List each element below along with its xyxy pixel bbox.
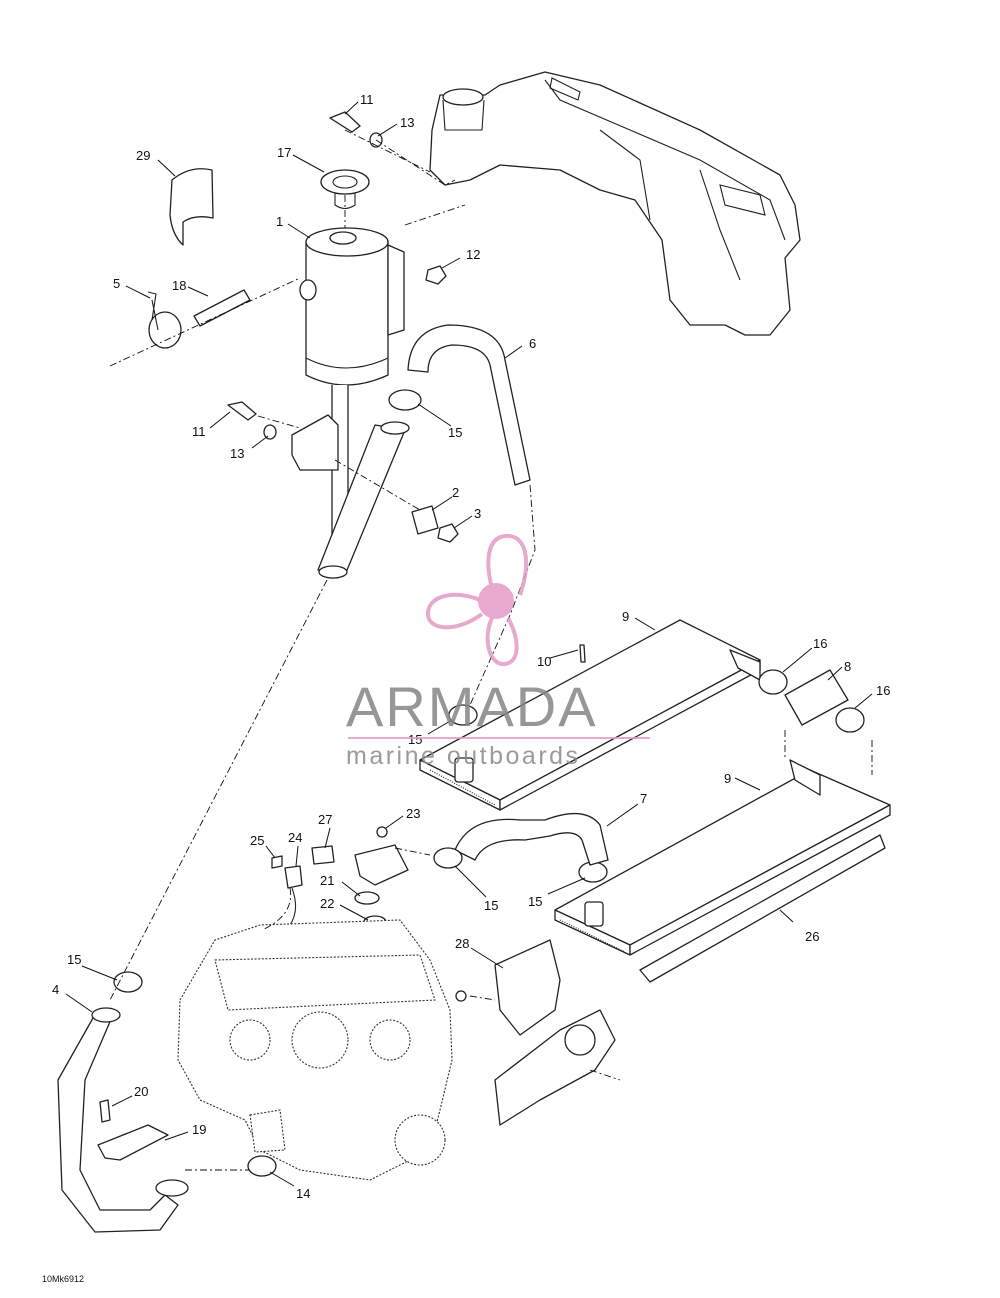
clip-10 (579, 644, 586, 663)
callout-15e: 15 (67, 952, 81, 967)
gasket (354, 891, 380, 905)
callout-15b: 15 (408, 732, 422, 747)
clamp-16-a (758, 669, 788, 695)
callout-16b: 16 (876, 683, 890, 698)
callout-15c: 15 (484, 898, 498, 913)
engine-mount (494, 939, 561, 1036)
watermark: ARMADA marine outboards (346, 533, 650, 770)
callout-9b: 9 (724, 771, 731, 786)
assembly-lines (109, 129, 873, 1171)
tank-body (429, 71, 801, 336)
radiator-hose (454, 813, 609, 866)
callout-24: 24 (288, 830, 302, 845)
callout-23: 23 (406, 806, 420, 821)
mount-nut (455, 990, 467, 1002)
callout-2: 2 (452, 485, 459, 500)
upper-hose (407, 324, 531, 486)
callout-28: 28 (455, 936, 469, 951)
callout-17: 17 (277, 145, 291, 160)
hose-bracket (97, 1124, 169, 1161)
propeller-hub (478, 583, 514, 619)
callout-29: 29 (136, 148, 150, 163)
bracket-screw (99, 1099, 111, 1123)
leader-lines (65, 101, 873, 1187)
callout-3: 3 (474, 506, 481, 521)
callout-20: 20 (134, 1084, 148, 1099)
lower-hose (57, 1009, 179, 1233)
screw-top (329, 111, 383, 148)
callout-11a: 11 (360, 92, 374, 107)
figure-id: 10Mk6912 (42, 1274, 84, 1284)
sensor-plug (271, 855, 283, 869)
callout-15d: 15 (528, 894, 542, 909)
sensor-connector (311, 845, 335, 865)
propeller-blade-left (426, 592, 484, 630)
callout-6: 6 (529, 336, 536, 351)
clamp-15-b (448, 704, 478, 726)
callout-21: 21 (320, 873, 334, 888)
callout-8: 8 (844, 659, 851, 674)
callout-9a: 9 (622, 609, 629, 624)
connector-hose (784, 669, 849, 726)
callout-16a: 16 (813, 636, 827, 651)
reservoir-cap (320, 169, 370, 210)
callout-25: 25 (250, 833, 264, 848)
radiator-rail (639, 834, 886, 983)
propeller-blade-right (485, 617, 519, 667)
callout-18: 18 (172, 278, 186, 293)
callout-13a: 13 (400, 115, 414, 130)
coolant-reservoir (299, 227, 405, 561)
clamp-15-a (388, 389, 422, 411)
radiator-lower (554, 759, 891, 956)
callout-4: 4 (52, 982, 59, 997)
screw-bracket (227, 401, 277, 440)
spring-clamp (147, 291, 182, 349)
callout-labels: 1 2 3 4 5 6 7 8 9 9 10 11 11 12 13 13 14… (52, 92, 890, 1201)
callout-27: 27 (318, 812, 332, 827)
watermark-tagline: marine outboards (346, 742, 581, 770)
callout-26: 26 (805, 929, 819, 944)
nut-12 (425, 265, 447, 285)
heat-shield (169, 168, 214, 246)
callout-22: 22 (320, 896, 334, 911)
radiator-upper (419, 619, 761, 811)
reservoir-bracket (291, 414, 339, 471)
callout-13b: 13 (230, 446, 244, 461)
nut-plate (411, 505, 439, 535)
clamp-15-d (433, 847, 463, 869)
propeller-blade-top (486, 533, 529, 596)
thermostat-housing (354, 844, 409, 886)
screw-23 (376, 826, 388, 838)
callout-1: 1 (276, 214, 283, 229)
watermark-brand: ARMADA (346, 675, 598, 738)
clamp-16-b (835, 707, 865, 733)
nut-3 (437, 523, 459, 543)
callout-19: 19 (192, 1122, 206, 1137)
callout-14: 14 (296, 1186, 310, 1201)
clamp-15-e (113, 971, 143, 993)
callout-7: 7 (640, 791, 647, 806)
clamp-14 (247, 1155, 277, 1177)
propeller-logo-icon (426, 533, 529, 667)
callout-12: 12 (466, 247, 480, 262)
callout-11b: 11 (192, 424, 206, 439)
callout-10: 10 (537, 654, 551, 669)
callout-5: 5 (113, 276, 120, 291)
temperature-sensor (284, 865, 303, 889)
overflow-hose (193, 289, 251, 327)
engine-block (177, 919, 453, 1181)
callout-15a: 15 (448, 425, 462, 440)
